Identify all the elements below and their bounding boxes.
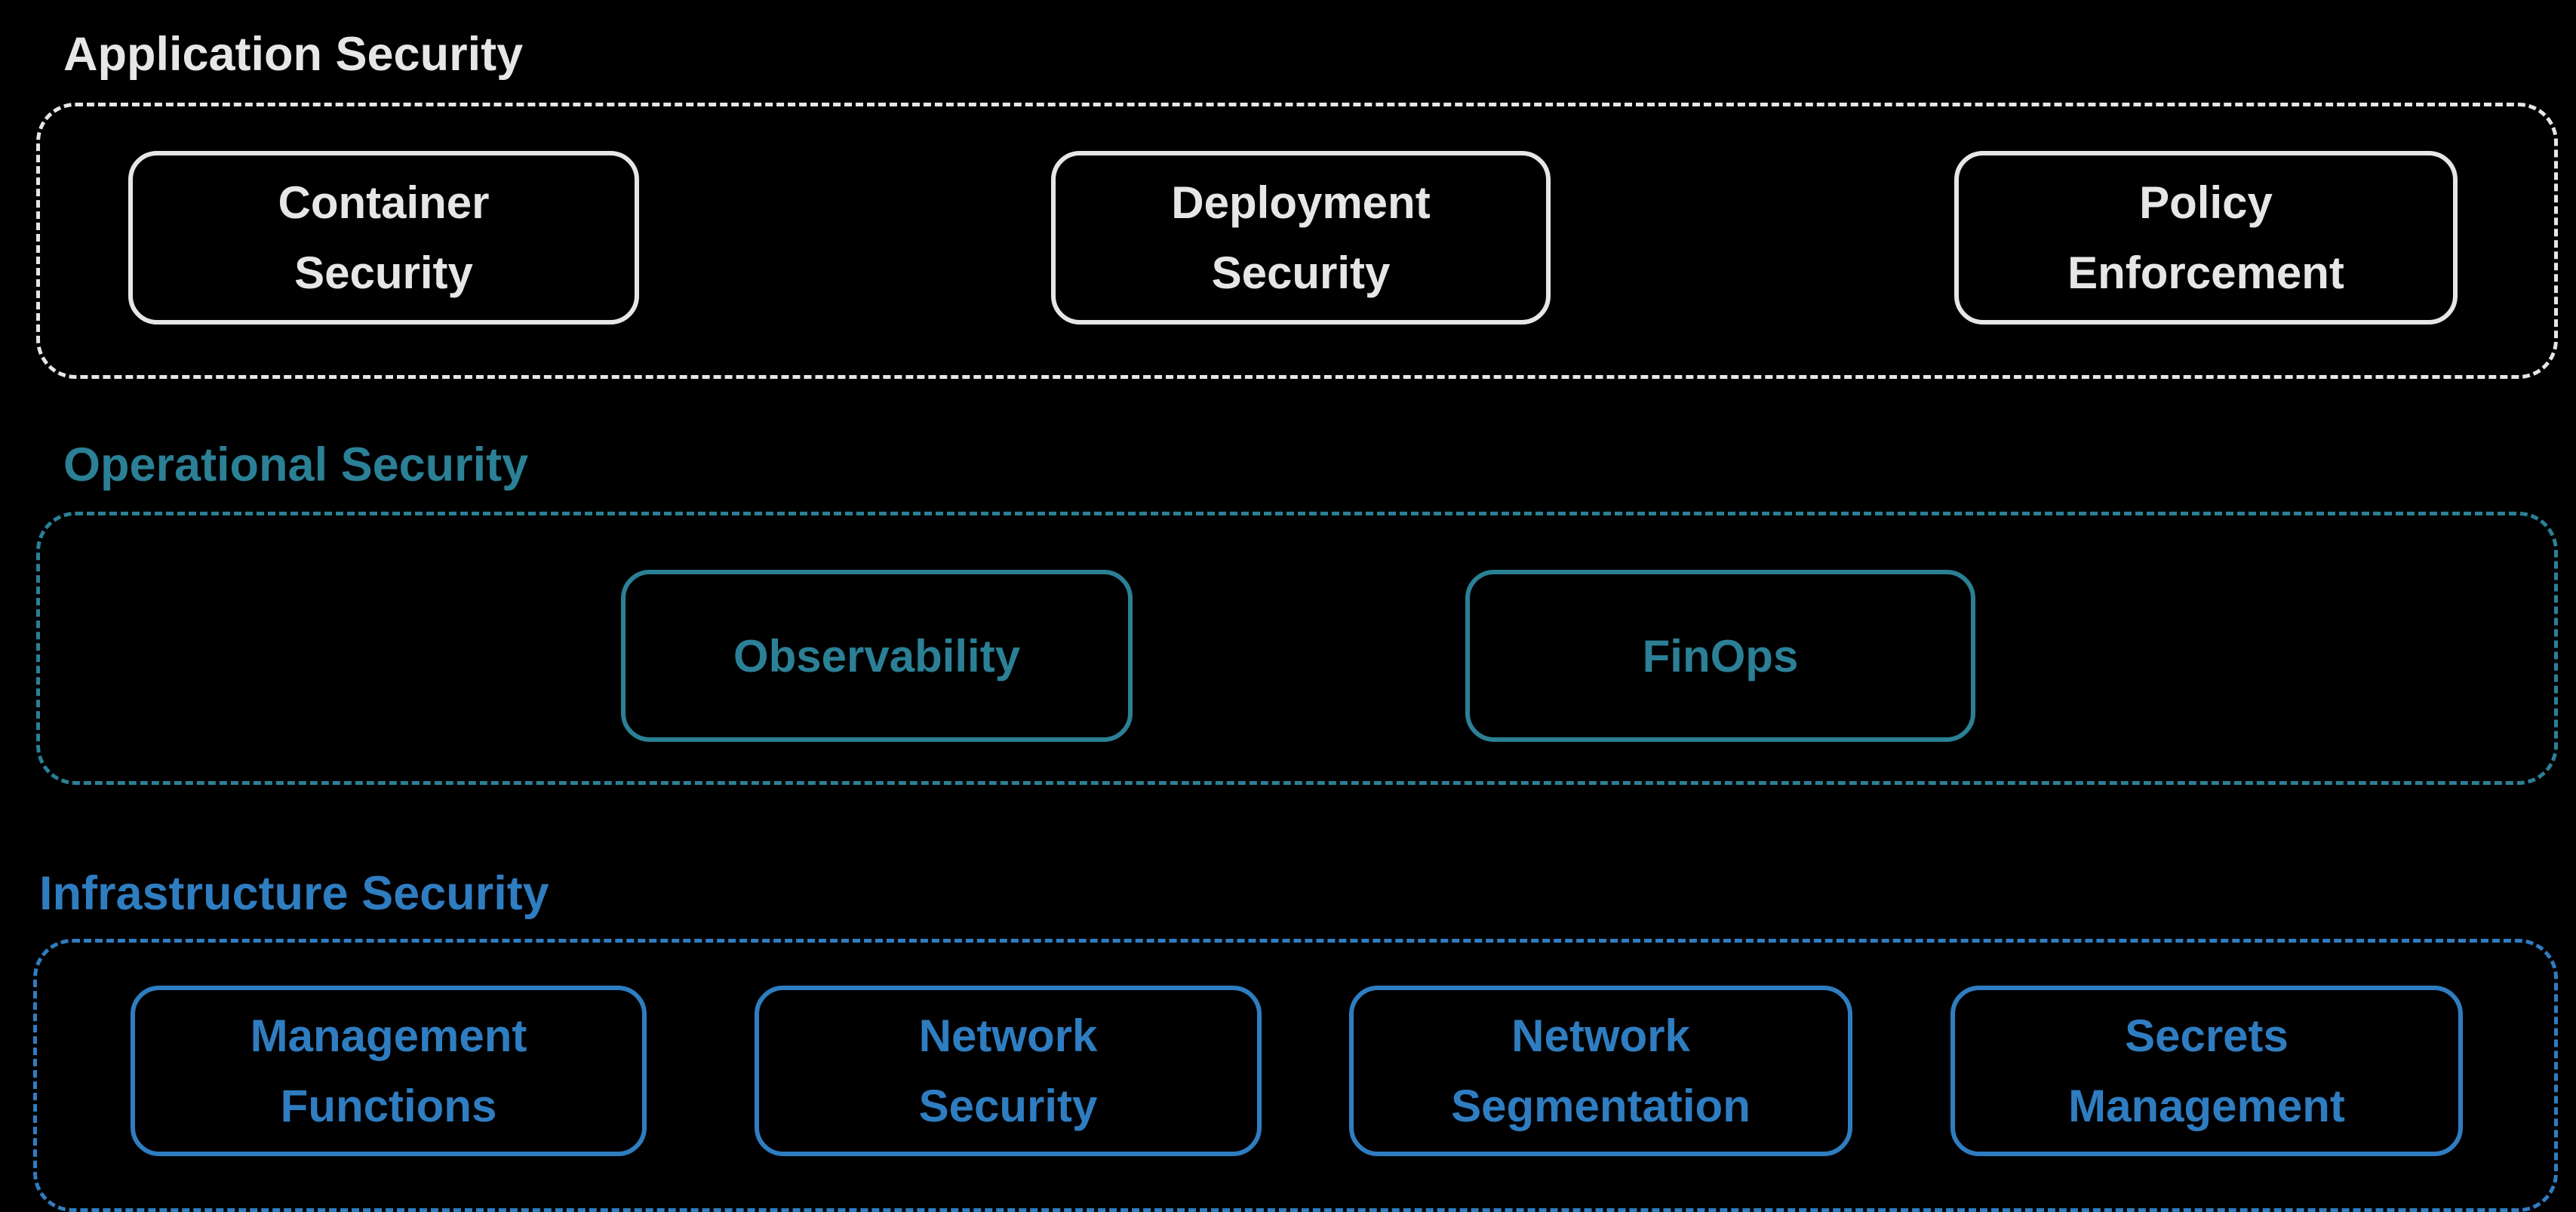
node-observability: Observability (621, 570, 1133, 742)
node-label: Deployment Security (1171, 177, 1431, 298)
node-label: Policy Enforcement (2067, 177, 2344, 298)
node-label: Management Functions (250, 1011, 527, 1131)
node-label: Network Segmentation (1451, 1011, 1751, 1131)
node-management-functions: Management Functions (131, 986, 647, 1156)
node-label: Secrets Management (2068, 1011, 2345, 1131)
node-label: Network Security (918, 1011, 1098, 1131)
section-title-application-security: Application Security (63, 28, 524, 81)
section-title-infrastructure-security: Infrastructure Security (39, 867, 549, 920)
node-finops: FinOps (1465, 570, 1975, 742)
node-label: Observability (733, 630, 1021, 681)
node-network-segmentation: Network Segmentation (1349, 986, 1852, 1156)
application-security-frame (36, 103, 2558, 379)
node-secrets-management: Secrets Management (1950, 986, 2463, 1156)
node-deployment-security: Deployment Security (1051, 151, 1551, 325)
node-label: FinOps (1642, 630, 1799, 681)
section-title-operational-security: Operational Security (63, 438, 529, 491)
node-label: Container Security (278, 177, 490, 298)
node-network-security: Network Security (755, 986, 1262, 1156)
node-policy-enforcement: Policy Enforcement (1954, 151, 2458, 325)
operational-security-frame (36, 512, 2558, 785)
node-container-security: Container Security (128, 151, 639, 325)
